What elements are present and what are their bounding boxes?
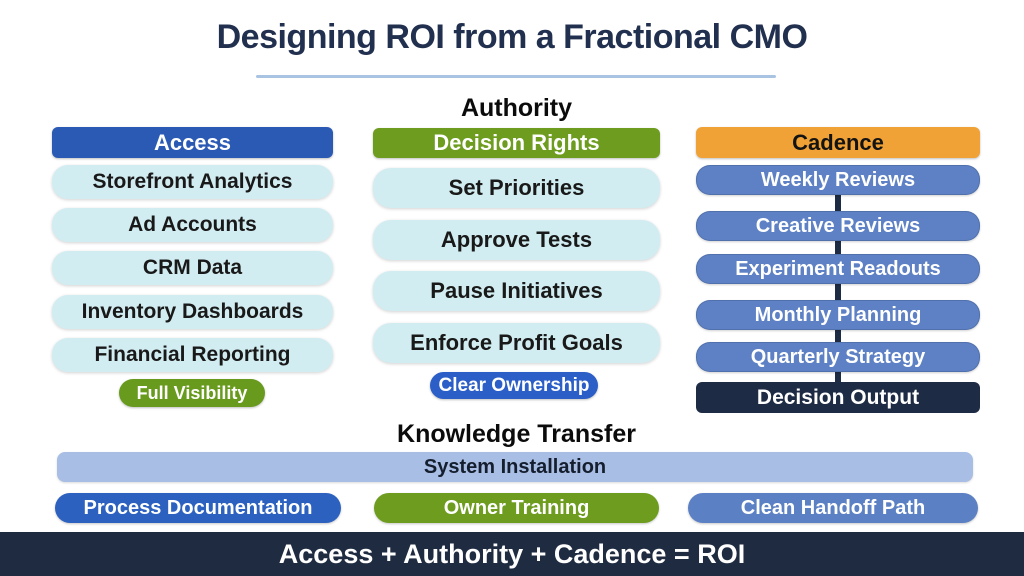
access-column-header: Access <box>52 127 333 158</box>
knowledge-transfer-heading: Knowledge Transfer <box>397 420 636 448</box>
title-underline <box>256 75 776 78</box>
system-installation-bar: System Installation <box>57 452 973 482</box>
cadence-item: Monthly Planning <box>696 300 980 330</box>
access-item: CRM Data <box>52 251 333 285</box>
full-visibility-badge: Full Visibility <box>119 379 265 407</box>
access-item: Financial Reporting <box>52 338 333 372</box>
decision-rights-item: Set Priorities <box>373 168 660 208</box>
roi-formula-bar: Access + Authority + Cadence = ROI <box>0 532 1024 576</box>
cadence-item: Weekly Reviews <box>696 165 980 195</box>
decision-rights-item: Approve Tests <box>373 220 660 260</box>
decision-rights-item: Pause Initiatives <box>373 271 660 311</box>
page-title: Designing ROI from a Fractional CMO <box>216 18 808 56</box>
access-item: Ad Accounts <box>52 208 333 242</box>
access-item: Inventory Dashboards <box>52 295 333 329</box>
cadence-item: Experiment Readouts <box>696 254 980 284</box>
decision-rights-item: Enforce Profit Goals <box>373 323 660 363</box>
authority-heading: Authority <box>460 94 573 122</box>
decision-output-pill: Decision Output <box>696 382 980 413</box>
cadence-column-header: Cadence <box>696 127 980 158</box>
cadence-item: Creative Reviews <box>696 211 980 241</box>
clear-ownership-badge: Clear Ownership <box>430 372 598 399</box>
clean-handoff-path-pill: Clean Handoff Path <box>688 493 978 523</box>
cadence-item: Quarterly Strategy <box>696 342 980 372</box>
cadence-connector-line <box>835 180 841 395</box>
access-item: Storefront Analytics <box>52 165 333 199</box>
owner-training-pill: Owner Training <box>374 493 659 523</box>
process-documentation-pill: Process Documentation <box>55 493 341 523</box>
decision-rights-column-header: Decision Rights <box>373 128 660 158</box>
